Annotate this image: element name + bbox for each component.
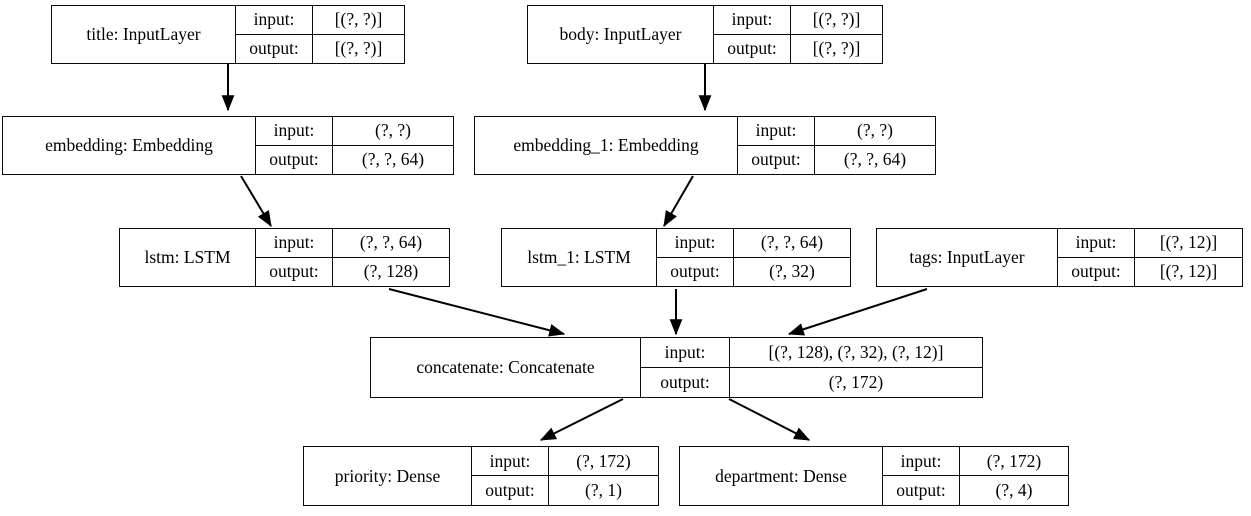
node-department-io: input: (?, 172) output: (?, 4)	[883, 447, 1068, 505]
node-embedding-1-input-row: input: (?, ?)	[738, 117, 935, 146]
node-body-input-row: input: [(?, ?)]	[714, 6, 882, 35]
node-tags-io: input: [(?, 12)] output: [(?, 12)]	[1058, 229, 1242, 286]
node-lstm-1-io: input: (?, ?, 64) output: (?, 32)	[657, 229, 850, 286]
node-embedding-1-io: input: (?, ?) output: (?, ?, 64)	[738, 117, 935, 174]
input-label: input:	[1058, 229, 1135, 257]
node-body-io: input: [(?, ?)] output: [(?, ?)]	[714, 6, 882, 63]
output-label: output:	[256, 145, 333, 174]
node-embedding-label: embedding: Embedding	[3, 117, 256, 174]
node-lstm[interactable]: lstm: LSTM input: (?, ?, 64) output: (?,…	[119, 228, 450, 287]
node-priority-input-shape: (?, 172)	[576, 450, 631, 471]
node-embedding-input-shape: (?, ?)	[375, 120, 411, 141]
node-concatenate[interactable]: concatenate: Concatenate input: [(?, 128…	[370, 337, 983, 398]
output-label: output:	[641, 367, 730, 397]
output-label: output:	[256, 257, 333, 286]
node-lstm-output-row: output: (?, 128)	[256, 257, 449, 286]
node-lstm-1-label: lstm_1: LSTM	[502, 229, 657, 286]
output-label: output:	[472, 476, 549, 505]
node-lstm-1-input-shape: (?, ?, 64)	[760, 232, 824, 253]
node-embedding-input-row: input: (?, ?)	[256, 117, 453, 146]
node-lstm-io: input: (?, ?, 64) output: (?, 128)	[256, 229, 449, 286]
node-embedding-output-shape: (?, ?, 64)	[361, 149, 425, 170]
output-label: output:	[1058, 257, 1135, 286]
edge-lstm-to-concatenate	[388, 288, 566, 337]
node-body-label: body: InputLayer	[528, 6, 714, 63]
input-label: input:	[714, 6, 791, 34]
input-label: input:	[738, 117, 815, 145]
edge-tags-to-concatenate	[787, 288, 928, 336]
node-embedding[interactable]: embedding: Embedding input: (?, ?) outpu…	[2, 116, 454, 175]
input-label: input:	[641, 338, 730, 367]
node-concatenate-output-shape: (?, 172)	[828, 371, 884, 392]
node-tags-output-shape: [(?, 12)]	[1159, 261, 1218, 282]
node-embedding-1[interactable]: embedding_1: Embedding input: (?, ?) out…	[474, 116, 936, 175]
node-title-input-row: input: [(?, ?)]	[236, 6, 404, 35]
node-embedding-1-label: embedding_1: Embedding	[475, 117, 738, 174]
input-label: input:	[256, 117, 333, 145]
node-tags[interactable]: tags: InputLayer input: [(?, 12)] output…	[876, 228, 1243, 287]
node-tags-input-shape: [(?, 12)]	[1159, 232, 1218, 253]
node-department-output-shape: (?, 4)	[995, 480, 1033, 500]
node-title[interactable]: title: InputLayer input: [(?, ?)] output…	[51, 5, 405, 64]
node-title-label: title: InputLayer	[52, 6, 236, 63]
edge-embedding-to-lstm	[240, 175, 272, 228]
node-title-io: input: [(?, ?)] output: [(?, ?)]	[236, 6, 404, 63]
node-concatenate-io: input: [(?, 128), (?, 32), (?, 12)] outp…	[641, 338, 982, 397]
node-lstm-output-shape: (?, 128)	[363, 261, 419, 282]
node-department-label: department: Dense	[680, 447, 883, 505]
node-priority-output-shape: (?, 1)	[585, 480, 622, 500]
node-tags-label: tags: InputLayer	[877, 229, 1058, 286]
output-label: output:	[883, 476, 960, 505]
node-title-output-shape: [(?, ?)]	[334, 38, 383, 59]
node-tags-input-row: input: [(?, 12)]	[1058, 229, 1242, 258]
node-lstm-1-output-shape: (?, 32)	[769, 261, 815, 282]
node-body[interactable]: body: InputLayer input: [(?, ?)] output:…	[527, 5, 883, 64]
node-embedding-output-row: output: (?, ?, 64)	[256, 145, 453, 174]
output-label: output:	[236, 34, 313, 63]
node-priority-label: priority: Dense	[304, 447, 472, 505]
node-lstm-label: lstm: LSTM	[120, 229, 256, 286]
node-body-output-row: output: [(?, ?)]	[714, 34, 882, 63]
node-priority-input-row: input: (?, 172)	[472, 447, 658, 476]
node-department-input-row: input: (?, 172)	[883, 447, 1068, 476]
input-label: input:	[472, 447, 549, 475]
node-lstm-1[interactable]: lstm_1: LSTM input: (?, ?, 64) output: (…	[501, 228, 851, 287]
node-lstm-1-output-row: output: (?, 32)	[657, 257, 850, 286]
node-priority-output-row: output: (?, 1)	[472, 476, 658, 505]
node-embedding-1-output-row: output: (?, ?, 64)	[738, 145, 935, 174]
node-concatenate-input-shape: [(?, 128), (?, 32), (?, 12)]	[768, 341, 944, 362]
output-label: output:	[657, 257, 734, 286]
edge-embedding-1-to-lstm-1	[663, 175, 694, 228]
edge-concatenate-to-priority	[539, 398, 624, 441]
output-label: output:	[714, 34, 791, 63]
input-label: input:	[883, 447, 960, 475]
node-concatenate-input-row: input: [(?, 128), (?, 32), (?, 12)]	[641, 338, 982, 368]
node-department-output-row: output: (?, 4)	[883, 476, 1068, 505]
input-label: input:	[657, 229, 734, 257]
node-body-input-shape: [(?, ?)]	[812, 9, 861, 30]
node-tags-output-row: output: [(?, 12)]	[1058, 257, 1242, 286]
output-label: output:	[738, 145, 815, 174]
node-lstm-input-shape: (?, ?, 64)	[359, 232, 423, 253]
node-lstm-1-input-row: input: (?, ?, 64)	[657, 229, 850, 258]
edge-concatenate-to-department	[728, 398, 811, 441]
node-title-input-shape: [(?, ?)]	[334, 9, 383, 30]
node-lstm-input-row: input: (?, ?, 64)	[256, 229, 449, 258]
input-label: input:	[236, 6, 313, 34]
node-concatenate-label: concatenate: Concatenate	[371, 338, 641, 397]
node-body-output-shape: [(?, ?)]	[812, 38, 861, 59]
node-priority[interactable]: priority: Dense input: (?, 172) output: …	[303, 446, 659, 506]
node-priority-io: input: (?, 172) output: (?, 1)	[472, 447, 658, 505]
input-label: input:	[256, 229, 333, 257]
node-concatenate-output-row: output: (?, 172)	[641, 367, 982, 397]
node-embedding-1-output-shape: (?, ?, 64)	[843, 149, 907, 170]
node-embedding-io: input: (?, ?) output: (?, ?, 64)	[256, 117, 453, 174]
node-department[interactable]: department: Dense input: (?, 172) output…	[679, 446, 1069, 506]
node-title-output-row: output: [(?, ?)]	[236, 34, 404, 63]
node-embedding-1-input-shape: (?, ?)	[857, 120, 893, 141]
node-department-input-shape: (?, 172)	[986, 450, 1042, 471]
